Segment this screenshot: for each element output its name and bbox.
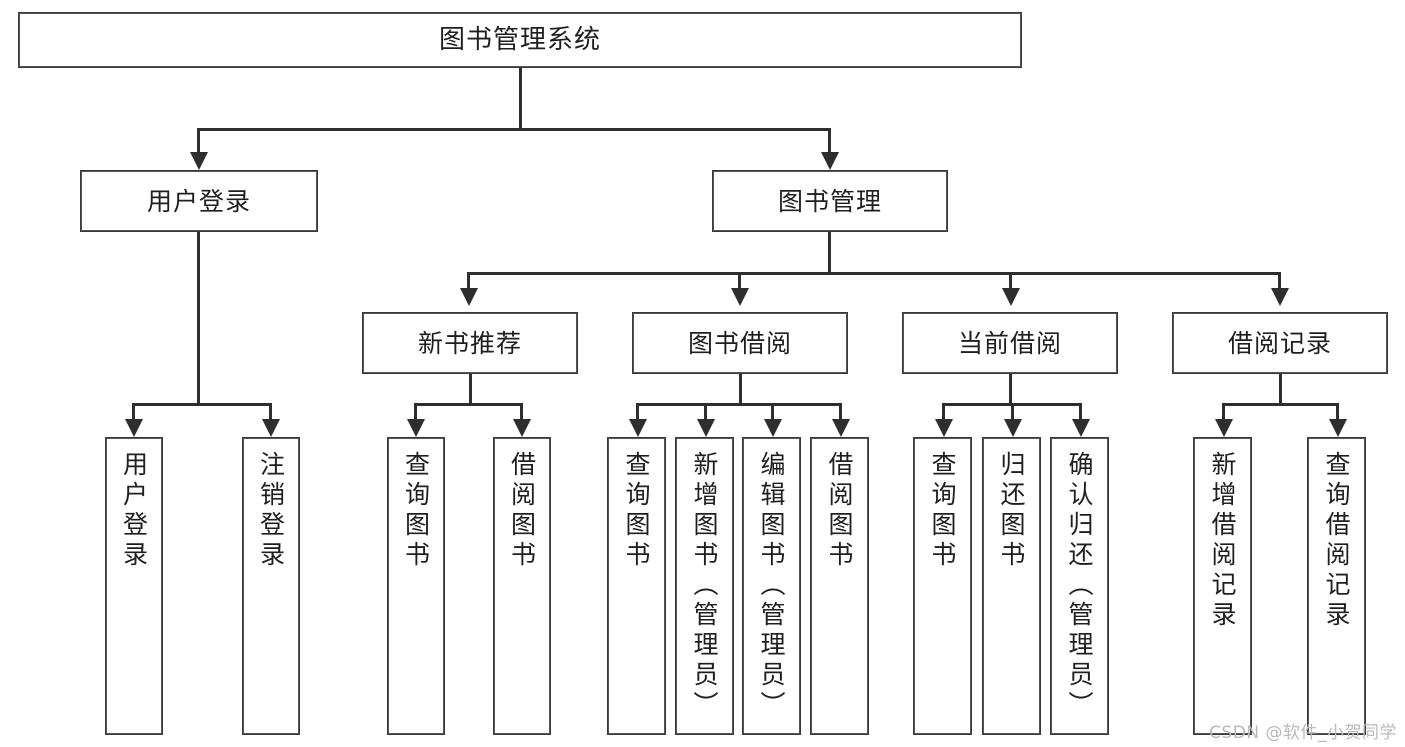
edge-root-to-book-management (828, 128, 831, 154)
node-borrow-record[interactable]: 借阅记录 (1172, 312, 1388, 374)
node-book-borrow[interactable]: 图书借阅 (632, 312, 848, 374)
node-book-management[interactable]: 图书管理 (712, 170, 948, 232)
csdn-watermark: CSDN @软件_小贺同学 (1209, 723, 1397, 743)
edge-new-book-bus (414, 403, 523, 406)
node-label: 借阅图书 (825, 451, 854, 571)
arrow-nb-to-leaf-2 (513, 419, 531, 437)
leaf-current-borrow-confirm-return-admin[interactable]: 确认归还（管理员） (1050, 437, 1109, 735)
edge-borrow-record-stem (1279, 374, 1282, 405)
arrow-user-login-to-leaf-1 (125, 419, 143, 437)
arrow-br-to-leaf-1 (1215, 419, 1233, 437)
edge-borrow-record-bus (1222, 403, 1339, 406)
edge-root-to-user-login (197, 128, 200, 154)
edge-book-borrow-bus (636, 403, 842, 406)
leaf-borrow-record-query-record[interactable]: 查询借阅记录 (1307, 437, 1366, 735)
node-label: 图书管理 (777, 186, 882, 216)
edge-root-bus (197, 128, 831, 131)
arrow-bb-to-leaf-3 (764, 419, 782, 437)
leaf-book-borrow-borrow-book[interactable]: 借阅图书 (810, 437, 869, 735)
edge-br-to-leaf-1 (1222, 403, 1225, 421)
leaf-book-borrow-edit-book-admin[interactable]: 编辑图书（管理员） (742, 437, 801, 735)
node-label: 查询图书 (928, 451, 957, 571)
node-label: 编辑图书（管理员） (757, 451, 786, 721)
edge-cb-to-leaf-1 (942, 403, 945, 421)
edge-root-stem (519, 68, 522, 130)
node-label: 新增借阅记录 (1208, 451, 1237, 631)
arrow-nb-to-leaf-1 (407, 419, 425, 437)
arrow-bm-to-book-borrow (731, 288, 749, 306)
node-label: 图书管理系统 (438, 24, 601, 55)
leaf-current-borrow-query-book[interactable]: 查询图书 (913, 437, 972, 735)
node-current-borrow[interactable]: 当前借阅 (902, 312, 1118, 374)
edge-new-book-stem (469, 374, 472, 405)
edge-nb-to-leaf-2 (520, 403, 523, 421)
leaf-new-book-borrow-book[interactable]: 借阅图书 (493, 437, 551, 735)
edge-bm-to-book-borrow (738, 272, 741, 290)
leaf-user-login-login[interactable]: 用户登录 (105, 437, 163, 735)
edge-bm-to-borrow-record (1278, 272, 1281, 290)
arrow-bm-to-borrow-record (1271, 288, 1289, 306)
node-label: 归还图书 (997, 451, 1026, 571)
node-label: 查询图书 (401, 451, 431, 571)
leaf-book-borrow-add-book-admin[interactable]: 新增图书（管理员） (675, 437, 734, 735)
arrow-root-to-book-management (821, 152, 839, 170)
edge-book-management-bus (467, 272, 1281, 275)
edge-user-login-stem (197, 232, 200, 405)
node-label: 用户登录 (119, 451, 149, 571)
arrow-cb-to-leaf-1 (935, 419, 953, 437)
edge-nb-to-leaf-1 (414, 403, 417, 421)
edge-br-to-leaf-2 (1336, 403, 1339, 421)
node-root-book-management-system[interactable]: 图书管理系统 (18, 12, 1022, 68)
arrow-user-login-to-leaf-2 (262, 419, 280, 437)
leaf-book-borrow-query-book[interactable]: 查询图书 (607, 437, 666, 735)
arrow-bm-to-new-book (460, 288, 478, 306)
node-label: 用户登录 (146, 186, 251, 216)
leaf-user-login-logout[interactable]: 注销登录 (242, 437, 300, 735)
edge-user-login-bus (132, 403, 270, 406)
node-new-book-recommend[interactable]: 新书推荐 (362, 312, 578, 374)
node-label: 查询借阅记录 (1322, 451, 1351, 631)
arrow-bb-to-leaf-4 (832, 419, 850, 437)
node-label: 新增图书（管理员） (690, 451, 719, 721)
edge-user-login-to-leaf-1 (132, 403, 135, 421)
node-label: 确认归还（管理员） (1065, 451, 1094, 721)
edge-current-borrow-stem (1009, 374, 1012, 405)
node-label: 查询图书 (622, 451, 651, 571)
leaf-current-borrow-return-book[interactable]: 归还图书 (982, 437, 1041, 735)
arrow-root-to-user-login (190, 152, 208, 170)
edge-cb-to-leaf-3 (1079, 403, 1082, 421)
leaf-new-book-query-book[interactable]: 查询图书 (387, 437, 445, 735)
edge-bb-to-leaf-2 (704, 403, 707, 421)
edge-user-login-to-leaf-2 (269, 403, 272, 421)
edge-book-borrow-stem (739, 374, 742, 405)
node-label: 借阅图书 (507, 451, 537, 571)
node-label: 当前借阅 (957, 328, 1062, 358)
edge-bb-to-leaf-4 (839, 403, 842, 421)
node-label: 注销登录 (256, 451, 286, 571)
arrow-br-to-leaf-2 (1329, 419, 1347, 437)
arrow-bb-to-leaf-2 (697, 419, 715, 437)
edge-bb-to-leaf-3 (771, 403, 774, 421)
node-label: 图书借阅 (687, 328, 792, 358)
arrow-bb-to-leaf-1 (629, 419, 647, 437)
edge-bm-to-new-book (467, 272, 470, 290)
arrow-bm-to-current-borrow (1002, 288, 1020, 306)
edge-cb-to-leaf-2 (1011, 403, 1014, 421)
arrow-cb-to-leaf-2 (1004, 419, 1022, 437)
node-label: 新书推荐 (417, 328, 522, 358)
edge-bb-to-leaf-1 (636, 403, 639, 421)
arrow-cb-to-leaf-3 (1072, 419, 1090, 437)
edge-book-management-stem (828, 232, 831, 274)
edge-bm-to-current-borrow (1009, 272, 1012, 290)
node-label: 借阅记录 (1227, 328, 1332, 358)
node-user-login[interactable]: 用户登录 (80, 170, 318, 232)
leaf-borrow-record-add-record[interactable]: 新增借阅记录 (1193, 437, 1252, 735)
